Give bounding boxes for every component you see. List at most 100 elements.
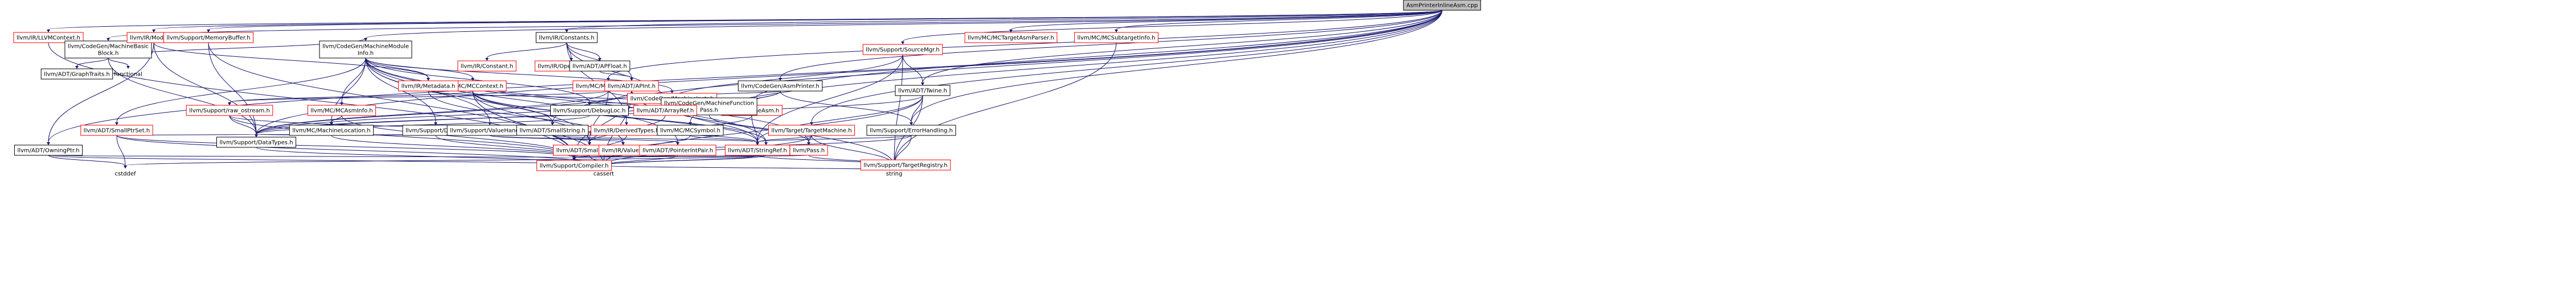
node-apfloat[interactable]: llvm/ADT/APFloat.h <box>569 60 630 72</box>
node-constants[interactable]: llvm/IR/Constants.h <box>535 32 598 43</box>
node-datatypes[interactable]: llvm/Support/DataTypes.h <box>216 137 297 148</box>
node-srcmgr[interactable]: llvm/Support/SourceMgr.h <box>862 44 943 55</box>
node-label-llvmcontext: llvm/IR/LLVMContext.h <box>17 35 80 42</box>
node-derivedtypes[interactable]: llvm/IR/DerivedTypes.h <box>591 125 662 136</box>
node-mcasminfo[interactable]: llvm/MC/MCAsmInfo.h <box>307 105 376 116</box>
node-membuf[interactable]: llvm/Support/MemoryBuffer.h <box>163 32 254 43</box>
node-compiler[interactable]: llvm/Support/Compiler.h <box>536 160 612 171</box>
edge-arrowhead-module-to-owningptr <box>47 142 50 145</box>
edge-mccontext-to-rawostream <box>229 90 473 103</box>
node-label-dwarf: llvm/Support/Dwarf.h <box>406 128 466 134</box>
node-twine[interactable]: llvm/ADT/Twine.h <box>895 85 951 96</box>
node-label-mctarget: llvm/MC/MCTargetAsmParser.h <box>968 35 1054 42</box>
edge-arrowhead-mmi-to-mccontext <box>471 78 474 81</box>
node-box-targetmachine <box>768 125 855 136</box>
edge-apfloat-to-apint <box>599 71 632 79</box>
node-box-metadata <box>398 80 458 92</box>
edge-errorhandling-to-stringref <box>757 135 912 143</box>
node-graphtraits[interactable]: llvm/ADT/GraphTraits.h <box>40 68 113 80</box>
node-string: string <box>886 171 903 178</box>
node-owningptr[interactable]: llvm/ADT/OwningPtr.h <box>14 145 83 156</box>
node-rawostream[interactable]: llvm/Support/raw_ostream.h <box>186 105 273 116</box>
node-label-targetregistry: llvm/Support/TargetRegistry.h <box>863 163 947 169</box>
edge-asmprinter-to-errorhandling <box>780 90 912 123</box>
node-cstddef: cstddef <box>115 171 136 178</box>
node-box-smallstring <box>516 125 589 136</box>
edge-module-to-owningptr <box>48 42 154 143</box>
node-box-errorhandling <box>866 125 956 136</box>
node-label-metadata: llvm/IR/Metadata.h <box>402 84 456 90</box>
node-label-smallptrset: llvm/ADT/SmallPtrSet.h <box>84 128 150 134</box>
node-box-mmi <box>319 40 412 59</box>
node-targetregistry[interactable]: llvm/Support/TargetRegistry.h <box>860 159 951 171</box>
node-pass[interactable]: llvm/Pass.h <box>789 145 828 156</box>
edge-root-to-targetmachine <box>811 10 1443 123</box>
node-debugloc[interactable]: llvm/Support/DebugLoc.h <box>550 105 629 116</box>
node-stringref[interactable]: llvm/ADT/StringRef.h <box>724 145 791 156</box>
node-box-ptrintpair <box>639 145 716 156</box>
node-label-functional: functional <box>114 72 142 78</box>
edge-arrowhead-twine-to-errorhandling <box>910 122 913 125</box>
node-root: AsmPrinterInlineAsm.cpp <box>1403 0 1481 11</box>
node-metadata[interactable]: llvm/IR/Metadata.h <box>398 80 458 92</box>
node-label-targetmachine: llvm/Target/TargetMachine.h <box>771 128 851 134</box>
node-label-subtarget: llvm/MC/MCSubtargetInfo.h <box>1078 35 1156 42</box>
node-mcsymbol[interactable]: llvm/MC/MCSymbol.h <box>657 125 724 136</box>
node-label-irconstant: llvm/IR/Constant.h <box>461 64 513 70</box>
node-box-pass <box>789 145 828 156</box>
node-errorhandling[interactable]: llvm/Support/ErrorHandling.h <box>866 125 956 136</box>
node-label-ptrintpair: llvm/ADT/PointerIntPair.h <box>642 148 713 154</box>
edge-constants-to-arrayref <box>566 42 666 103</box>
edge-arrowhead-llvmcontext-to-compiler <box>572 158 576 160</box>
node-targetmachine[interactable]: llvm/Target/TargetMachine.h <box>768 125 855 136</box>
edge-constants-to-apint <box>566 42 632 79</box>
edge-arrowhead-root-to-constants <box>565 30 568 32</box>
edge-arrowhead-mmi-to-dwarf <box>434 122 437 125</box>
node-box-llvmcontext <box>13 32 84 43</box>
edge-arrowhead-mccontext-to-densemap <box>764 142 768 145</box>
edge-mbb-to-graphtraits <box>76 57 109 67</box>
edge-inlineasm-to-stringref <box>751 115 758 143</box>
node-ptrintpair[interactable]: llvm/ADT/PointerIntPair.h <box>639 145 716 156</box>
node-smallptrset[interactable]: llvm/ADT/SmallPtrSet.h <box>80 125 153 136</box>
node-label-apint: llvm/ADT/APInt.h <box>608 84 656 90</box>
node-box-constants <box>535 32 598 43</box>
node-box-debugloc <box>550 105 629 116</box>
node-subtarget[interactable]: llvm/MC/MCSubtargetInfo.h <box>1074 32 1158 43</box>
edge-densemap-to-cstddef <box>125 155 767 166</box>
node-label-graphtraits: llvm/ADT/GraphTraits.h <box>44 72 110 78</box>
node-box-rawostream <box>186 105 273 116</box>
node-arrayref[interactable]: llvm/ADT/ArrayRef.h <box>633 105 697 116</box>
edge-arrowhead-constants-to-derivedtypes <box>625 122 628 125</box>
edge-arrowhead-arrayref-to-smallvector <box>588 142 591 145</box>
node-label-mcsymbol: llvm/MC/MCSymbol.h <box>660 128 720 134</box>
edge-root-to-membuf <box>208 10 1443 30</box>
edge-owningptr-to-compiler <box>48 155 575 158</box>
edge-root-to-mcsymbol <box>690 10 1443 123</box>
node-irconstant[interactable]: llvm/IR/Constant.h <box>457 60 517 72</box>
node-label-smallvector: llvm/ADT/SmallVector.h <box>556 148 623 154</box>
node-box-mctarget <box>964 32 1058 43</box>
edge-arrowhead-apfloat-to-apint <box>630 78 633 81</box>
node-apint[interactable]: llvm/ADT/APInt.h <box>604 80 659 92</box>
node-box-targetregistry <box>860 159 951 171</box>
node-label-constants: llvm/IR/Constants.h <box>539 35 595 42</box>
edge-root-to-asmprinter <box>780 10 1443 79</box>
node-box-mcasminfo <box>307 105 376 116</box>
edge-arrowhead-valuehandle-to-irvalue <box>621 142 625 145</box>
node-box-irconstant <box>457 60 517 72</box>
node-asmprinter[interactable]: llvm/CodeGen/AsmPrinter.h <box>738 80 823 92</box>
node-box-owningptr <box>14 145 83 156</box>
node-box-twine <box>895 85 951 96</box>
node-mcloc[interactable]: llvm/MC/MachineLocation.h <box>289 125 374 136</box>
edge-root-to-srcmgr <box>902 10 1443 42</box>
node-smallstring[interactable]: llvm/ADT/SmallString.h <box>516 125 589 136</box>
node-label-stringref: llvm/ADT/StringRef.h <box>728 148 787 154</box>
node-llvmcontext[interactable]: llvm/IR/LLVMContext.h <box>13 32 84 43</box>
node-label-rawostream: llvm/Support/raw_ostream.h <box>189 108 270 114</box>
node-label-pass: llvm/Pass.h <box>793 148 825 154</box>
node-mctarget[interactable]: llvm/MC/MCTargetAsmParser.h <box>964 32 1058 43</box>
